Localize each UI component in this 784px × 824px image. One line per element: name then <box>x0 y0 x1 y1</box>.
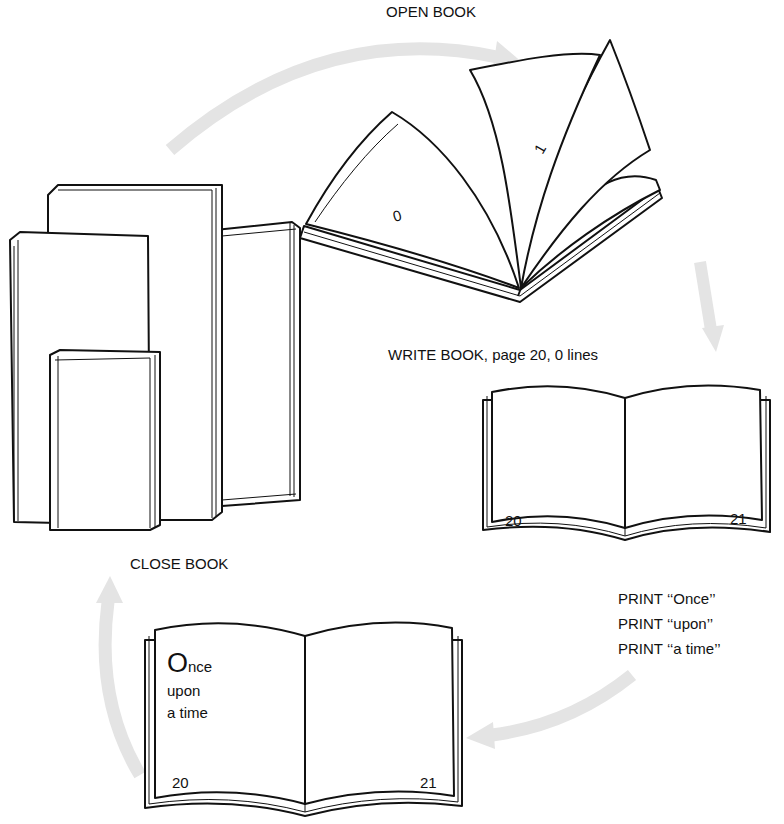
print-statement: PRINT ‘‘upon’’ <box>618 615 713 633</box>
step-label: OPEN BOOK <box>386 3 476 21</box>
page-number: 21 <box>730 510 747 528</box>
page-number: 21 <box>420 774 437 792</box>
written-text: upon <box>167 682 200 700</box>
step-label: WRITE BOOK, page 20, 0 lines <box>388 346 598 364</box>
written-text: a time <box>167 704 208 722</box>
print-statement: PRINT ‘‘Once’’ <box>618 590 716 608</box>
written-text: Once <box>167 648 212 682</box>
page-number: 20 <box>172 774 189 792</box>
print-statement: PRINT ‘‘a time’’ <box>618 640 721 658</box>
step-label: CLOSE BOOK <box>130 555 228 573</box>
page-number: 20 <box>505 512 522 530</box>
